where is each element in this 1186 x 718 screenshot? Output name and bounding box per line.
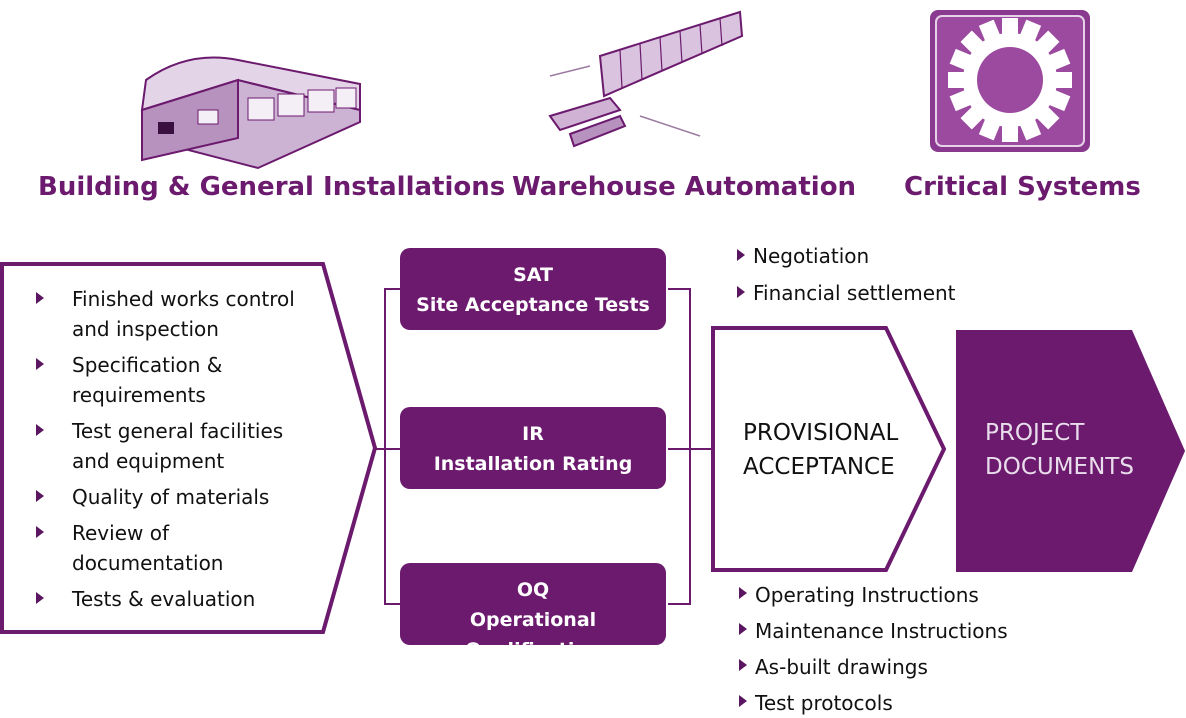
bullet-arrow-icon — [36, 358, 44, 370]
gear-icon — [930, 10, 1090, 152]
list-item: Negotiation — [735, 242, 956, 270]
ir-box: IR Installation Rating — [400, 407, 666, 489]
bullet-arrow-icon — [36, 526, 44, 538]
list-item: Financial settlement — [735, 279, 956, 307]
documents-list: Operating Instructions Maintenance Instr… — [737, 580, 1008, 718]
bullet-arrow-icon — [36, 490, 44, 502]
project-documents-label: PROJECT DOCUMENTS — [985, 420, 1134, 480]
warehouse-building-icon — [140, 56, 361, 170]
sat-subtitle: Site Acceptance Tests — [416, 294, 650, 316]
left-chevron-shape — [0, 262, 378, 634]
ir-subtitle: Installation Rating — [433, 453, 633, 475]
heading-critical: Critical Systems — [904, 172, 1141, 202]
list-item: As-built drawings — [737, 652, 1008, 682]
bullet-arrow-icon — [36, 592, 44, 604]
oq-title: OQ — [516, 579, 550, 601]
conveyor-rack-icon — [548, 10, 744, 148]
bullet-arrow-icon — [737, 286, 745, 298]
list-item: Specification &requirements — [34, 350, 334, 410]
list-item: Maintenance Instructions — [737, 616, 1008, 646]
bullet-arrow-icon — [36, 424, 44, 436]
oq-subtitle: Operational Qualification — [465, 609, 601, 661]
sat-title: SAT — [513, 264, 553, 286]
bullet-arrow-icon — [739, 659, 747, 671]
list-item: Test protocols — [737, 688, 1008, 718]
settlement-list: Negotiation Financial settlement — [735, 242, 956, 307]
bullet-arrow-icon — [739, 587, 747, 599]
heading-building: Building & General Installations — [38, 172, 506, 202]
list-item: Operating Instructions — [737, 580, 1008, 610]
project-documents-shape — [956, 330, 1185, 572]
provisional-acceptance-shape — [711, 326, 947, 572]
bullet-arrow-icon — [737, 249, 745, 261]
provisional-acceptance-label: PROVISIONAL ACCEPTANCE — [743, 420, 899, 480]
bullet-arrow-icon — [36, 292, 44, 304]
list-item: Tests & evaluation — [34, 584, 334, 614]
oq-box: OQ Operational Qualification — [400, 563, 666, 661]
heading-warehouse: Warehouse Automation — [512, 172, 857, 202]
sat-box: SAT Site Acceptance Tests — [400, 248, 666, 330]
bullet-arrow-icon — [739, 695, 747, 707]
list-item: Quality of materials — [34, 482, 334, 512]
ir-title: IR — [522, 423, 544, 445]
bullet-arrow-icon — [739, 623, 747, 635]
